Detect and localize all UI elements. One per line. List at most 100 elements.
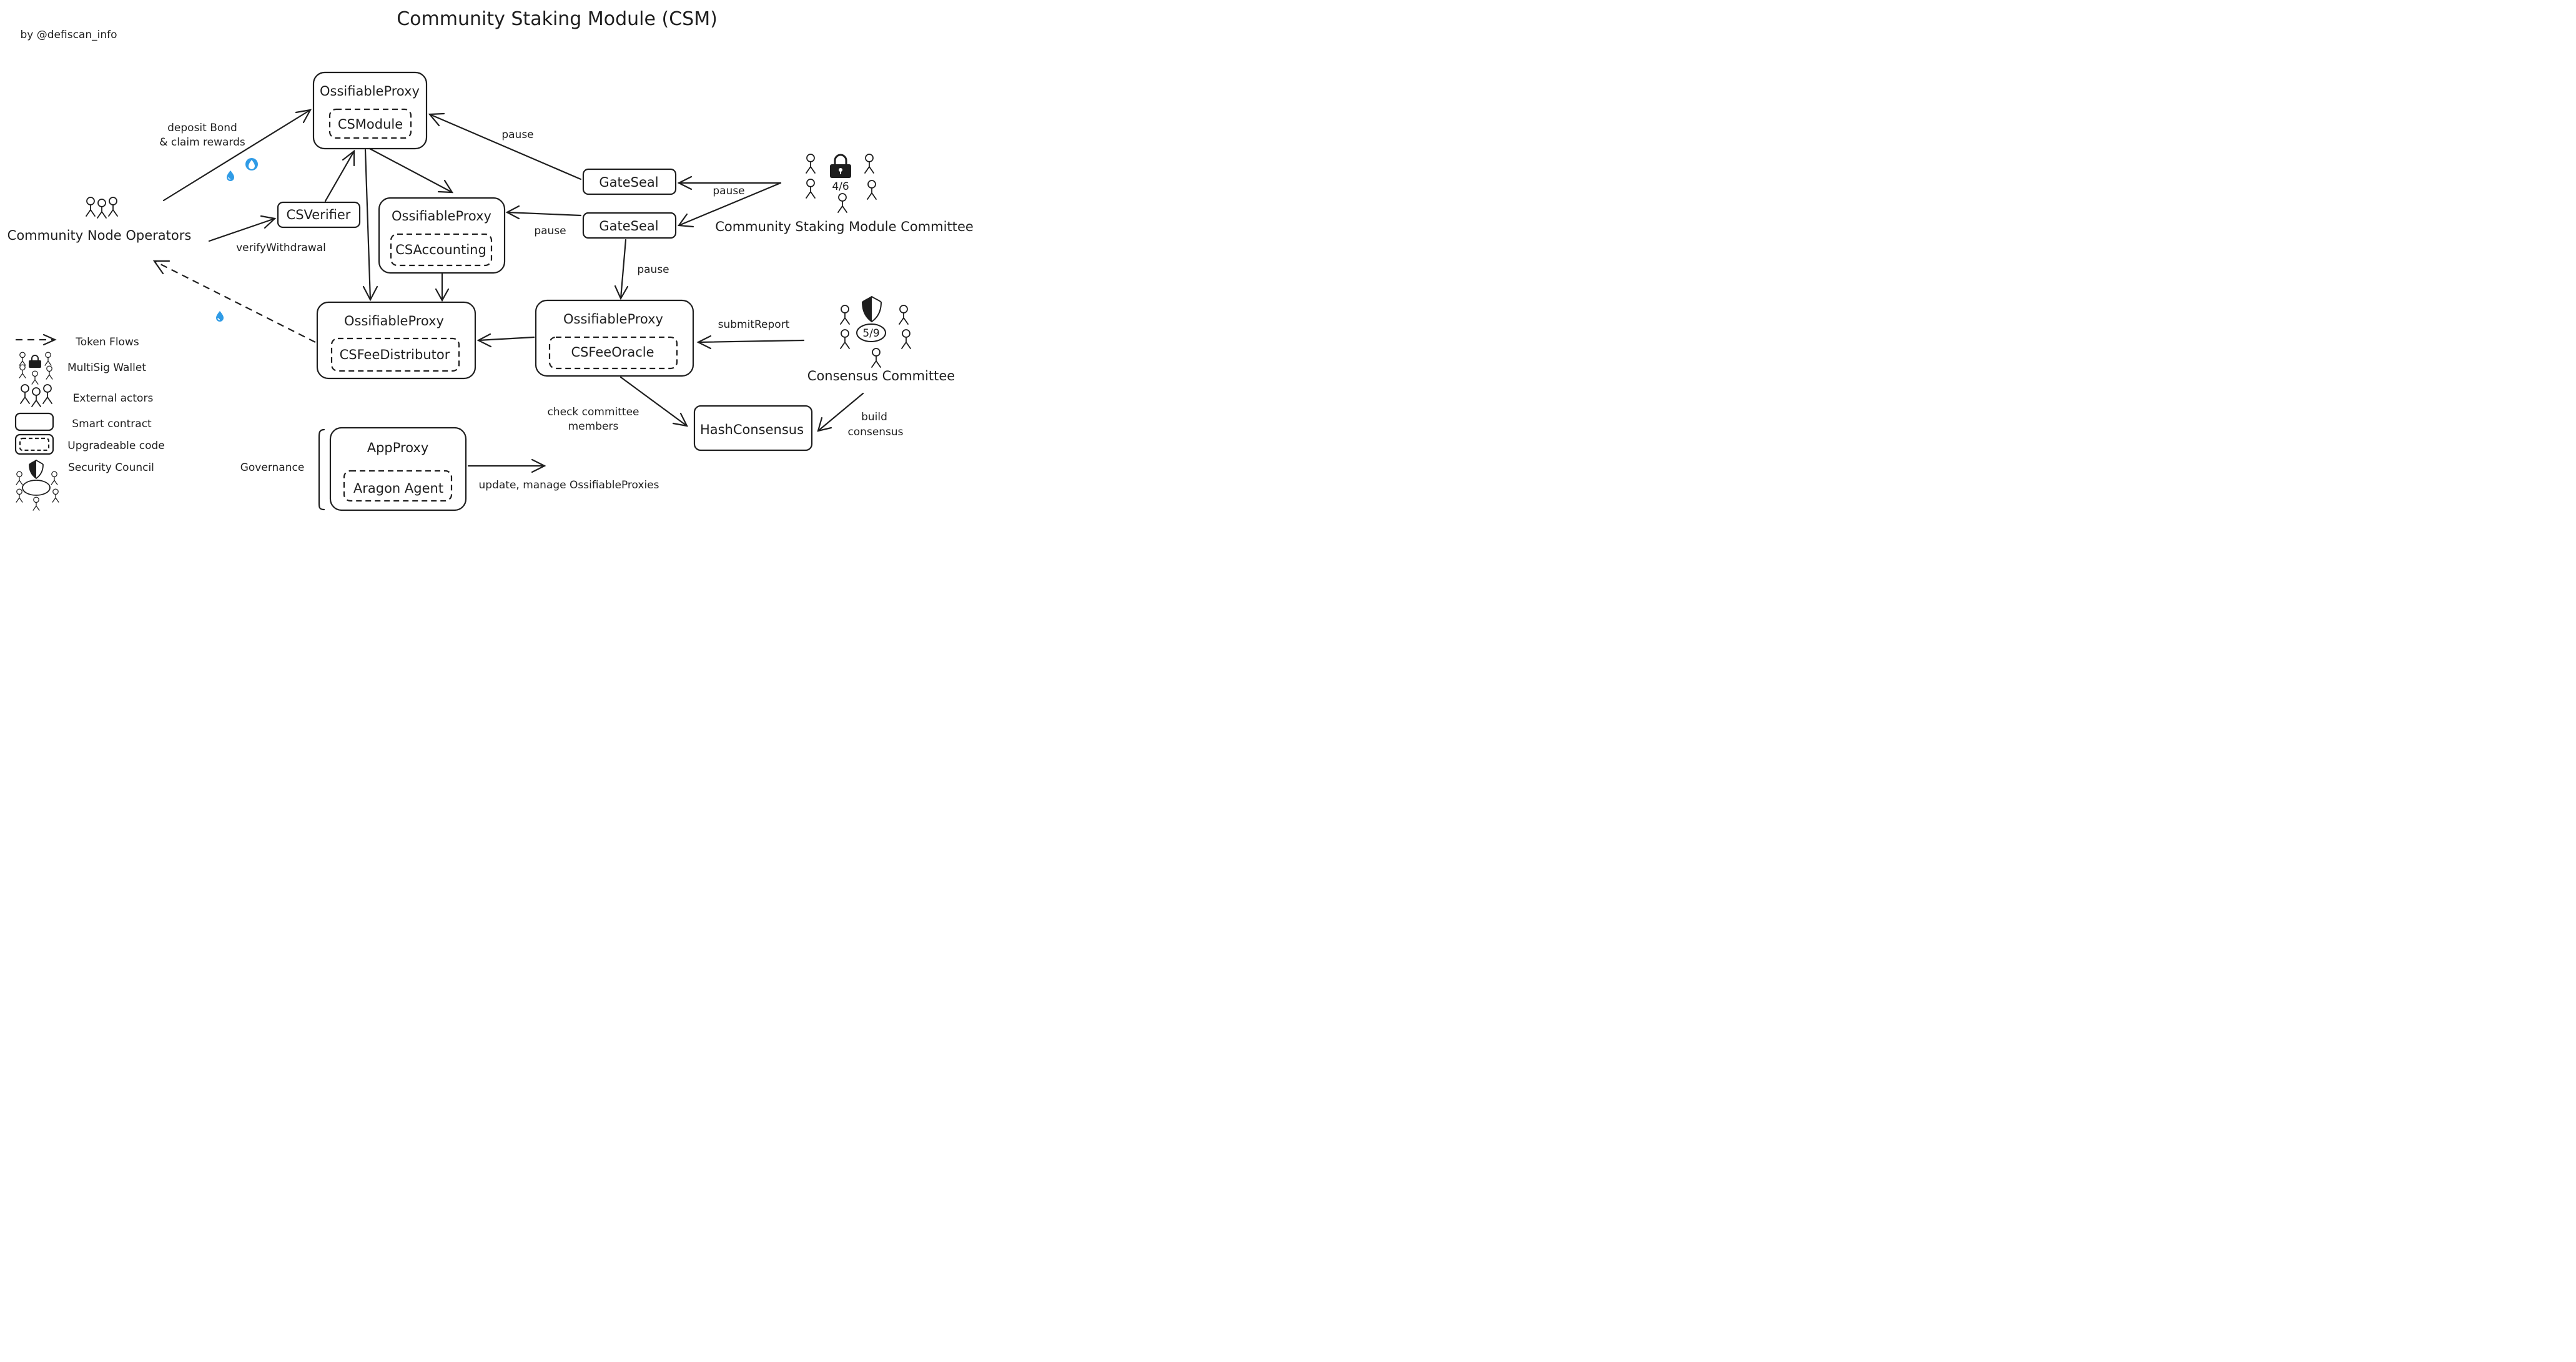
csfeedistributor-impl-box (330, 337, 460, 372)
hashconsensus-label: HashConsensus (700, 422, 804, 437)
label-governance: Governance (240, 461, 305, 474)
governance-bracket (318, 428, 325, 511)
arrowhead-pause-csmodule (428, 112, 445, 127)
csmodule-impl-box (328, 108, 412, 139)
token-coin-icon (245, 158, 258, 170)
csfeedistributor-proxy-label: OssifiableProxy (344, 313, 444, 328)
arrowhead-token-flow (152, 260, 170, 275)
legend-upgradeable-code-icon (14, 433, 54, 455)
aragon-agent-label: Aragon Agent (353, 481, 443, 496)
label-deposit-bond: deposit Bond (167, 122, 237, 134)
csfeedistributor-proxy-box: OssifiableProxy CSFeeDistributor (316, 301, 476, 380)
legend: Token Flows MultiSig Wallet External act… (14, 333, 165, 511)
arrow-check-committee (619, 376, 688, 427)
appproxy-box: AppProxy Aragon Agent (329, 427, 467, 511)
arrowhead-deposit-bond (295, 109, 312, 124)
label-pause-gateseal: pause (713, 185, 744, 197)
token-drop-icon (226, 170, 235, 182)
arrowhead-csmodule-csfeedistributor (362, 285, 378, 302)
csaccounting-proxy-label: OssifiableProxy (392, 209, 491, 224)
arrow-pause-csmodule (428, 113, 582, 180)
arrowhead-csfeeoracle-csfeedistributor (476, 333, 492, 348)
csmodule-impl-label: CSModule (338, 117, 403, 132)
gateseal-top-box: GateSeal (582, 168, 677, 195)
csverifier-label: CSVerifier (287, 207, 351, 222)
credit-text: by @defiscan_info (21, 29, 117, 41)
arrowhead-pause-gateseal-bottom (677, 213, 694, 228)
legend-token-flow-arrowhead (42, 333, 57, 346)
arrowhead-csmodule-csaccounting (437, 179, 454, 194)
csaccounting-proxy-box: OssifiableProxy CSAccounting (378, 197, 506, 274)
node-operators-icon (86, 197, 118, 219)
label-build: build (861, 411, 887, 423)
csfeeoracle-proxy-box: OssifiableProxy CSFeeOracle (535, 299, 694, 377)
csmodule-proxy-label: OssifiableProxy (320, 84, 420, 99)
label-pause-csaccounting: pause (534, 225, 566, 237)
arrow-submit-report (697, 339, 805, 343)
legend-security-council-icon (16, 459, 59, 511)
arrowhead-update-manage (531, 458, 546, 473)
label-check-committee: check committee (547, 406, 639, 418)
appproxy-label: AppProxy (367, 440, 429, 455)
label-pause-csmodule: pause (501, 129, 533, 141)
consensus-committee-threshold: 5/9 (862, 327, 879, 340)
arrow-pause-csaccounting (506, 211, 582, 217)
csm-diagram: Community Staking Module (CSM) by @defis… (7, 8, 974, 511)
label-pause-csfeeoracle: pause (637, 264, 669, 276)
consensus-committee-label: Consensus Committee (807, 368, 955, 383)
arrowhead-submit-report (696, 335, 712, 350)
arrowhead-csverifier-csmodule (342, 149, 355, 167)
csm-committee-threshold: 4/6 (832, 180, 849, 193)
node-operators-label: Community Node Operators (7, 228, 192, 243)
padlock-icon (830, 154, 851, 178)
legend-external-actors: External actors (73, 392, 154, 405)
arrow-pause-gateseal-bottom (678, 182, 782, 227)
csfeedistributor-impl-label: CSFeeDistributor (340, 347, 450, 362)
arrowhead-pause-csaccounting (505, 205, 520, 220)
arrow-csverifier-csmodule (324, 150, 355, 202)
legend-token-flows: Token Flows (75, 336, 139, 348)
shield-icon (861, 295, 882, 323)
legend-multisig: MultiSig Wallet (67, 362, 146, 374)
arrow-build-consensus (817, 392, 864, 432)
aragon-agent-box (343, 470, 453, 502)
legend-security-council: Security Council (68, 461, 154, 474)
gateseal-bottom-box: GateSeal (582, 212, 677, 239)
gateseal-bottom-label: GateSeal (599, 219, 658, 234)
csmodule-proxy-box: OssifiableProxy CSModule (312, 71, 428, 150)
legend-smart-contract-icon (14, 412, 54, 432)
csaccounting-impl-box (390, 233, 493, 267)
csm-committee-label: Community Staking Module Committee (715, 219, 974, 234)
csm-committee-multisig-icon: 4/6 (806, 154, 877, 213)
arrowhead-verify-withdrawal (260, 215, 277, 229)
legend-external-actors-icon (20, 384, 52, 407)
label-submit-report: submitReport (718, 318, 790, 331)
label-update-manage: update, manage OssifiableProxies (479, 479, 659, 491)
arrowhead-pause-gateseal-top (677, 175, 693, 190)
hashconsensus-box: HashConsensus (693, 405, 813, 452)
arrow-pause-csfeeoracle (619, 239, 627, 300)
label-claim-rewards: & claim rewards (159, 136, 245, 149)
arrowhead-csaccounting-csfeedistributor (435, 288, 450, 302)
consensus-committee-icon: 5/9 (840, 295, 911, 368)
csfeeoracle-impl-label: CSFeeOracle (571, 345, 654, 360)
arrowhead-pause-csfeeoracle (614, 285, 629, 300)
arrow-csfeeoracle-csfeedistributor (477, 336, 535, 342)
arrow-verify-withdrawal (208, 217, 276, 242)
legend-upgradeable-code: Upgradeable code (67, 440, 164, 452)
csfeeoracle-proxy-label: OssifiableProxy (563, 312, 663, 327)
csverifier-box: CSVerifier (277, 201, 361, 229)
legend-multisig-icon (19, 352, 53, 385)
gateseal-top-label: GateSeal (599, 175, 658, 190)
token-drop-icon-2 (215, 310, 224, 322)
arrow-csmodule-csaccounting (368, 147, 453, 194)
csfeeoracle-impl-box (548, 336, 678, 370)
label-verify-withdrawal: verifyWithdrawal (236, 242, 326, 254)
arrow-token-flow (154, 260, 316, 343)
diagram-title: Community Staking Module (CSM) (397, 8, 718, 30)
legend-smart-contract: Smart contract (72, 418, 152, 430)
arrowhead-check-committee (672, 412, 688, 427)
arrowhead-build-consensus (817, 417, 832, 432)
label-consensus: consensus (847, 426, 903, 438)
arrows (152, 109, 864, 473)
